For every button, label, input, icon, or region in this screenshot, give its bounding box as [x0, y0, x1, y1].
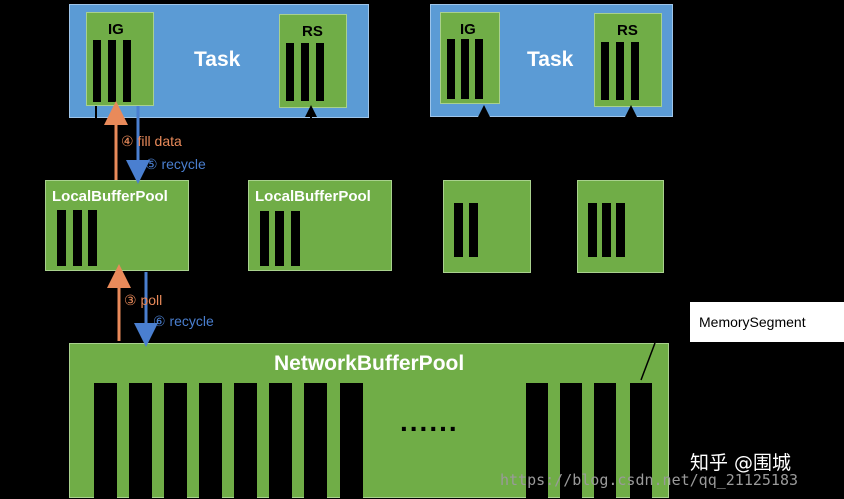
- input-gate-2: IG: [440, 12, 500, 104]
- memory-segment-pointer: [640, 342, 656, 381]
- result-subpartition-1: RS: [279, 14, 347, 108]
- buffer-segment: [286, 43, 294, 101]
- buffer-segment: [602, 203, 611, 257]
- buffer-segment: [93, 40, 101, 102]
- watermark-url: https://blog.csdn.net/qq_21125183: [500, 471, 799, 489]
- memory-segment: [594, 383, 616, 499]
- buffer-segment: [275, 211, 284, 266]
- memory-segment: [129, 383, 152, 499]
- buffer-segment: [260, 211, 269, 266]
- buffer-segment: [88, 210, 97, 266]
- buffer-segment: [291, 211, 300, 266]
- task-title: Task: [194, 48, 241, 71]
- buffer-segment: [108, 40, 116, 102]
- memory-segment: [630, 383, 652, 499]
- input-gate-label: IG: [108, 21, 124, 38]
- local-buffer-pool-3: [443, 180, 531, 273]
- ellipsis: ......: [400, 406, 459, 437]
- buffer-segment: [631, 42, 639, 100]
- result-subpartition-label: RS: [302, 23, 323, 40]
- memory-segment: [164, 383, 187, 499]
- local-buffer-pool-label: LocalBufferPool: [52, 188, 168, 205]
- memory-segment: [94, 383, 117, 499]
- buffer-segment: [469, 203, 478, 257]
- memory-segment-legend-label: MemorySegment: [699, 314, 806, 330]
- memory-segment: [269, 383, 292, 499]
- network-buffer-pool-label: NetworkBufferPool: [274, 352, 465, 375]
- input-gate-label: IG: [460, 21, 476, 38]
- buffer-segment: [454, 203, 463, 257]
- memory-segment-legend: MemorySegment: [690, 302, 844, 342]
- local-buffer-pool-4: [577, 180, 664, 273]
- network-buffer-pool: NetworkBufferPool ......: [69, 343, 669, 499]
- buffer-segment: [316, 43, 324, 101]
- buffer-segment: [57, 210, 66, 266]
- buffer-segment: [616, 203, 625, 257]
- memory-segment: [526, 383, 548, 499]
- memory-segment: [560, 383, 582, 499]
- buffer-segment: [588, 203, 597, 257]
- local-buffer-pool-2: LocalBufferPool: [248, 180, 392, 271]
- result-subpartition-2: RS: [594, 13, 662, 107]
- fill-data-label: ④ fill data: [121, 133, 182, 149]
- buffer-segment: [447, 39, 455, 99]
- local-buffer-pool-1: LocalBufferPool: [45, 180, 189, 271]
- buffer-segment: [475, 39, 483, 99]
- buffer-segment: [461, 39, 469, 99]
- memory-segment: [199, 383, 222, 499]
- memory-segment: [234, 383, 257, 499]
- memory-segment: [304, 383, 327, 499]
- local-buffer-pool-label: LocalBufferPool: [255, 188, 371, 205]
- buffer-segment: [616, 42, 624, 100]
- poll-label: ③ poll: [124, 292, 163, 308]
- watermark-brand: 知乎 @围城: [690, 452, 792, 474]
- buffer-segment: [73, 210, 82, 266]
- input-gate-1: IG: [86, 12, 154, 106]
- task-title: Task: [527, 48, 574, 71]
- recycle-label-top: ⑤ recycle: [145, 156, 206, 172]
- memory-segment: [340, 383, 363, 499]
- buffer-segment: [301, 43, 309, 101]
- result-subpartition-label: RS: [617, 22, 638, 39]
- buffer-segment: [601, 42, 609, 100]
- buffer-segment: [123, 40, 131, 102]
- recycle-label-bottom: ⑥ recycle: [153, 313, 214, 329]
